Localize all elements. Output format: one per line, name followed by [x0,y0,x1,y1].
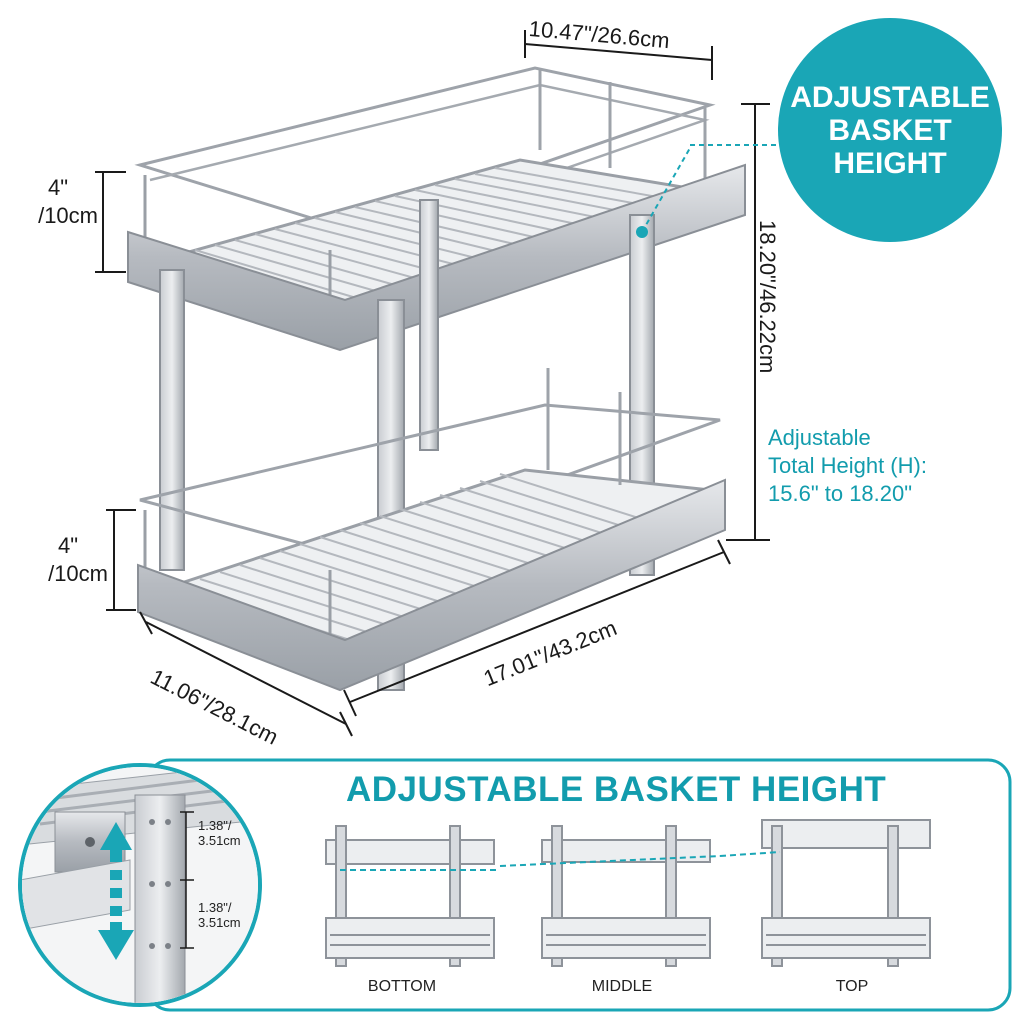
top-basket-height-dimension: 4" /10cm [18,174,98,230]
thumbnail-top [761,819,931,967]
position-thumbnails [325,819,931,967]
arrow-down-icon [98,922,134,960]
thumbnail-middle [541,825,711,967]
top-basket-height-cm: /10cm [38,203,98,228]
position-label-bottom: BOTTOM [367,978,437,995]
right-rear-upright [419,199,439,451]
adjustable-note-line-2: Total Height (H): [768,453,927,478]
level-line-middle [499,855,721,867]
step-1-inches: 1.38"/ [198,818,232,833]
badge-leader-dashed [641,147,691,233]
left-rear-upright [159,269,185,571]
step-1-cm: 3.51cm [198,833,241,848]
level-line-top [719,851,781,857]
adjustable-basket-height-title: ADJUSTABLE BASKET HEIGHT [346,770,887,809]
top-slide-rail [127,163,746,352]
step-2-cm: 3.51cm [198,915,241,930]
adjustable-note-line-1: Adjustable [768,425,871,450]
adjustable-basket-height-badge: ADJUSTABLE BASKET HEIGHT [778,18,1002,242]
overall-height-dimension: 18.20"/46.22cm [755,220,780,374]
position-label-top: TOP [835,978,869,995]
zoom-detail [18,763,262,1007]
badge-leader-dot [636,226,648,238]
bottom-basket-height-inches: 4" [57,533,79,558]
position-label-middle: MIDDLE [591,978,653,995]
adjustable-total-height-note: Adjustable Total Height (H): 15.6" to 18… [768,424,927,508]
dimension-lines [95,30,770,737]
step-2-inches: 1.38"/ [198,900,232,915]
bottom-basket-height-dimension: 4" /10cm [28,532,108,588]
top-basket-height-inches: 4" [47,175,69,200]
bottom-basket-height-cm: /10cm [48,561,108,586]
bottom-slide-rail [137,478,726,692]
step-1-dimension: 1.38"/ 3.51cm [198,818,241,848]
badge-line-2: BASKET [828,113,952,147]
thumbnail-bottom [325,825,495,967]
step-2-dimension: 1.38"/ 3.51cm [198,900,241,930]
badge-line-3: HEIGHT [833,146,947,180]
organizer-product [127,66,746,692]
arrow-up-icon [100,822,132,862]
badge-line-1: ADJUSTABLE [790,80,990,114]
adjustable-note-line-3: 15.6" to 18.20" [768,481,913,506]
